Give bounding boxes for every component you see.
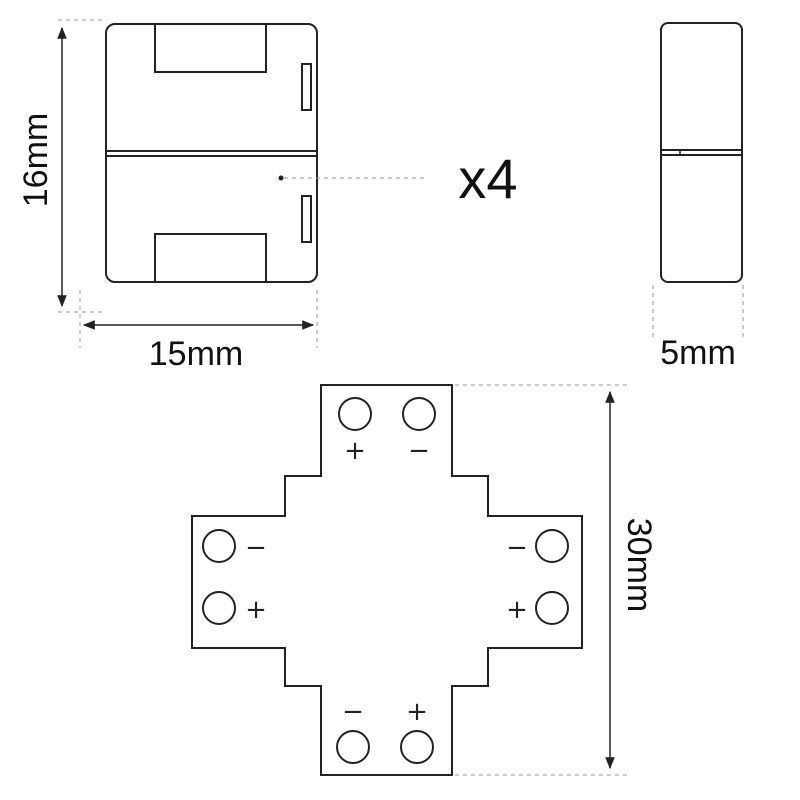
height-dimension: 16mm <box>17 19 106 313</box>
polarity-bottom-left: − <box>342 697 364 727</box>
cross-pcb: + − − + − + − + <box>191 384 583 776</box>
pcb-span-dimension: 30mm <box>455 384 658 776</box>
top-clip <box>154 23 267 73</box>
thickness-label: 5mm <box>660 334 736 372</box>
connector-front-view <box>105 23 428 283</box>
pad-bottom-right <box>400 730 434 764</box>
lower-contact-slot <box>301 195 312 243</box>
pad-right-lower <box>535 591 569 625</box>
center-dot <box>278 175 284 181</box>
width-dimension: 15mm <box>79 290 318 373</box>
polarity-right-upper: − <box>506 533 528 563</box>
pad-top-right <box>402 397 436 431</box>
pad-top-left <box>338 397 372 431</box>
pad-left-upper <box>202 529 236 563</box>
pad-right-upper <box>535 529 569 563</box>
upper-contact-slot <box>301 63 312 111</box>
polarity-bottom-right: + <box>406 697 428 727</box>
polarity-right-lower: + <box>506 595 528 625</box>
connector-side-view: 5mm <box>652 22 744 372</box>
height-label: 16mm <box>17 113 55 207</box>
polarity-left-upper: − <box>245 533 267 563</box>
pcb-span-label: 30mm <box>620 518 658 612</box>
quantity-label: x4 <box>458 147 517 210</box>
polarity-left-lower: + <box>245 595 267 625</box>
pad-bottom-left <box>336 730 370 764</box>
bottom-clip <box>154 233 267 283</box>
pad-left-lower <box>202 591 236 625</box>
polarity-top-right: − <box>408 436 430 466</box>
width-label: 15mm <box>149 335 243 373</box>
polarity-top-left: + <box>344 436 366 466</box>
